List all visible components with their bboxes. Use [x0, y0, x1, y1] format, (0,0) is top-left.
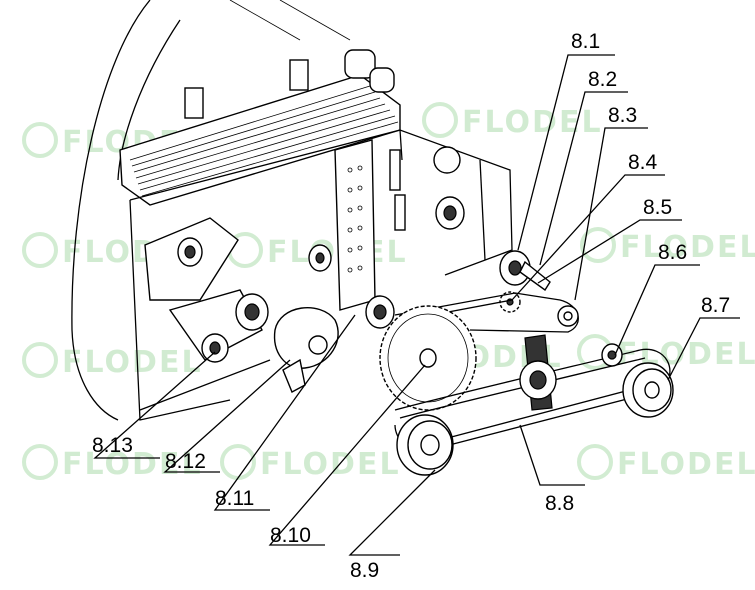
pulley-icon: [396, 414, 454, 476]
bearing-icon: [177, 237, 203, 267]
label-8-9: 8.9: [350, 559, 379, 582]
watermark-text: FLODEL: [462, 105, 603, 140]
label-8-3: 8.3: [608, 104, 637, 127]
label-8-2: 8.2: [588, 68, 617, 91]
watermark-text: FLODEL: [62, 447, 203, 482]
watermark-logo-icon: FLODEL: [580, 227, 755, 265]
gearbox-icon: [273, 306, 339, 393]
machine-body: [71, 0, 513, 421]
label-8-13: 8.13: [92, 434, 133, 457]
bearing-icon: [201, 333, 229, 363]
large-sprocket-icon: [379, 305, 477, 411]
watermark-text: FLODEL: [620, 230, 755, 265]
watermark-text: FLODEL: [617, 447, 755, 482]
watermark-logo-icon: FLODEL: [22, 342, 203, 380]
end-pulley-icon: [622, 362, 674, 418]
bearing-icon: [235, 293, 269, 331]
watermark-logo-icon: FLODEL: [227, 232, 408, 270]
watermark-logo-icon: FLODEL: [422, 102, 603, 140]
label-8-12: 8.12: [165, 450, 206, 473]
watermark-logo-icon: FLODEL: [577, 444, 755, 482]
label-8-5: 8.5: [643, 196, 672, 219]
label-8-11: 8.11: [215, 487, 254, 510]
drive-train: [379, 291, 674, 476]
label-8-1: 8.1: [571, 30, 600, 53]
label-8-8: 8.8: [545, 492, 574, 515]
callout-labels: 8.1 8.2 8.3 8.4 8.5 8.6 8.7 8.8 8.9 8.10…: [92, 30, 730, 582]
watermark-text: FLODEL: [267, 235, 408, 270]
bearing-icon: [365, 295, 395, 329]
leader-lines: [93, 54, 740, 556]
bearings: [177, 196, 551, 393]
bearing-icon: [499, 250, 551, 292]
label-8-4: 8.4: [628, 151, 658, 174]
watermark-logo-icon: FLODEL: [22, 444, 203, 482]
label-8-6: 8.6: [658, 241, 687, 264]
watermark-text: FLODEL: [260, 447, 401, 482]
bearing-icon: [308, 244, 332, 272]
label-8-7: 8.7: [701, 294, 730, 317]
watermark-text: FLODEL: [62, 345, 203, 380]
tension-pulley-icon: [519, 334, 557, 411]
label-8-10: 8.10: [270, 524, 311, 547]
bearing-icon: [435, 196, 465, 230]
